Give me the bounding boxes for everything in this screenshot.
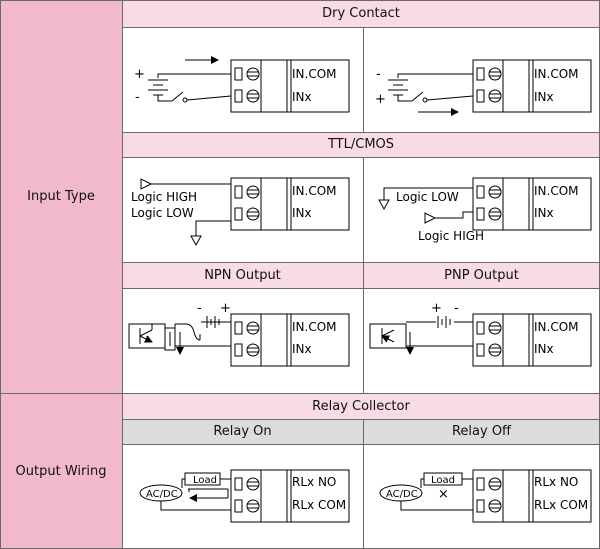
ttl-cmos-right-diagram bbox=[378, 177, 592, 231]
dc-left-inx: INx bbox=[292, 90, 312, 104]
output-wiring-cell: Output Wiring bbox=[0, 393, 122, 549]
pnp-plus: + bbox=[431, 301, 442, 316]
relay-off-ac-dc: AC/DC bbox=[386, 489, 418, 500]
pnp-output-header: PNP Output bbox=[363, 262, 600, 288]
relay-off-diagram bbox=[379, 469, 592, 523]
relay-off-header: Relay Off bbox=[363, 419, 600, 444]
grid-line bbox=[0, 0, 600, 1]
dry-contact-right-diagram bbox=[388, 59, 592, 116]
ttl-left-logic-low: Logic LOW bbox=[131, 206, 194, 220]
relay-on-title: Relay On bbox=[213, 424, 272, 439]
npn-plus: + bbox=[220, 301, 231, 316]
relay-on-header: Relay On bbox=[122, 419, 363, 444]
grid-line bbox=[363, 27, 364, 132]
npn-minus: - bbox=[197, 301, 202, 316]
grid-line bbox=[122, 419, 600, 420]
grid-line bbox=[363, 419, 364, 549]
relay-on-diagram bbox=[139, 469, 350, 523]
input-type-cell: Input Type bbox=[0, 0, 122, 393]
grid-line bbox=[122, 132, 600, 133]
grid-line bbox=[122, 157, 600, 158]
dc-right-plus: + bbox=[375, 92, 386, 107]
dry-contact-header: Dry Contact bbox=[122, 0, 600, 27]
relay-off-rlx-com: RLx COM bbox=[534, 498, 588, 512]
grid-line bbox=[122, 0, 123, 549]
relay-off-load: Load bbox=[431, 475, 455, 486]
npn-output-diagram bbox=[128, 313, 350, 367]
grid-line bbox=[122, 288, 600, 289]
npn-output-title: NPN Output bbox=[204, 267, 281, 283]
relay-on-rlx-no: RLx NO bbox=[292, 475, 336, 489]
pnp-output-diagram bbox=[369, 313, 592, 367]
dc-right-in-com: IN.COM bbox=[534, 67, 579, 81]
npn-in-com: IN.COM bbox=[292, 320, 337, 334]
relay-collector-header: Relay Collector bbox=[122, 393, 600, 419]
pnp-minus: - bbox=[454, 301, 459, 316]
relay-off-title: Relay Off bbox=[451, 424, 512, 439]
ttl-right-logic-low: Logic LOW bbox=[396, 190, 459, 204]
dc-right-minus: - bbox=[376, 67, 381, 82]
ttl-right-logic-high: Logic HIGH bbox=[418, 229, 484, 243]
relay-off-rlx-no: RLx NO bbox=[534, 475, 578, 489]
npn-output-header: NPN Output bbox=[122, 262, 363, 288]
ttl-left-inx: INx bbox=[292, 206, 312, 220]
ttl-left-logic-high: Logic HIGH bbox=[131, 190, 197, 204]
dc-left-minus: - bbox=[135, 90, 140, 105]
ttl-cmos-header: TTL/CMOS bbox=[122, 132, 600, 157]
input-type-label: Input Type bbox=[27, 189, 95, 204]
ttl-left-in-com: IN.COM bbox=[292, 184, 337, 198]
grid-line bbox=[122, 27, 600, 28]
grid-line bbox=[0, 393, 600, 394]
ttl-cmos-title: TTL/CMOS bbox=[327, 137, 395, 152]
dry-contact-title: Dry Contact bbox=[322, 6, 400, 21]
ttl-right-inx: INx bbox=[534, 206, 554, 220]
ttl-right-in-com: IN.COM bbox=[534, 184, 579, 198]
dc-left-plus: + bbox=[134, 67, 145, 82]
pnp-in-com: IN.COM bbox=[534, 320, 579, 334]
pnp-inx: INx bbox=[534, 342, 554, 356]
pnp-output-title: PNP Output bbox=[444, 267, 519, 283]
grid-line bbox=[363, 157, 364, 393]
grid-line bbox=[122, 262, 600, 263]
output-wiring-label: Output Wiring bbox=[15, 463, 107, 479]
grid-line bbox=[122, 444, 600, 445]
relay-off-x-mark: × bbox=[438, 487, 449, 502]
relay-collector-title: Relay Collector bbox=[312, 398, 410, 414]
relay-on-load: Load bbox=[193, 475, 217, 486]
grid-line bbox=[0, 0, 1, 549]
ttl-cmos-left-diagram bbox=[140, 177, 350, 247]
dc-right-inx: INx bbox=[534, 90, 554, 104]
dc-left-in-com: IN.COM bbox=[292, 67, 337, 81]
npn-inx: INx bbox=[292, 342, 312, 356]
dry-contact-left-diagram bbox=[148, 56, 350, 113]
relay-on-rlx-com: RLx COM bbox=[292, 498, 346, 512]
relay-on-ac-dc: AC/DC bbox=[146, 489, 178, 500]
